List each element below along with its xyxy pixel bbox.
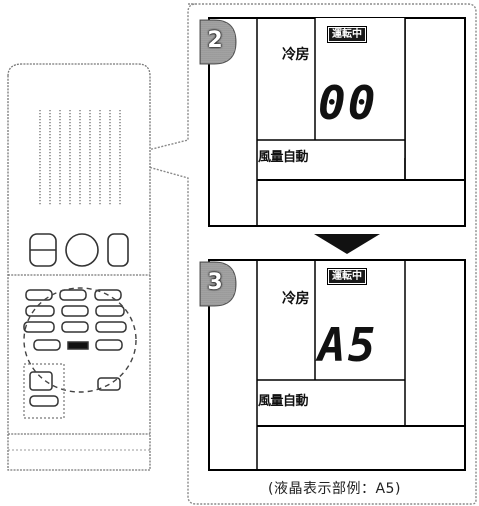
remote-right-button — [107, 233, 129, 267]
remote-controller — [7, 63, 151, 471]
remote-button-grid — [23, 289, 127, 407]
remote-highlight-circle — [23, 287, 137, 393]
lcd-panel-step-2 — [199, 17, 466, 227]
lcd-code-step-3: A5 — [318, 318, 378, 372]
step-number-3: 3 — [207, 270, 223, 295]
down-arrow — [314, 234, 380, 254]
status-badge-step-3: 運転中 — [327, 268, 367, 285]
airflow-label-step-3: 風量自動 — [258, 394, 309, 409]
speaker-grille — [39, 110, 121, 205]
remote-highlight-box — [23, 363, 65, 419]
mode-label-step-3: 冷房 — [282, 291, 310, 307]
status-badge-step-2: 運転中 — [327, 26, 367, 43]
mode-label-step-2: 冷房 — [282, 47, 310, 63]
step-number-2: 2 — [207, 28, 223, 53]
remote-power-button — [65, 233, 99, 267]
figure-caption: (液晶表示部例：A5) — [268, 481, 401, 497]
lcd-panel-step-3 — [199, 259, 466, 471]
lcd-code-step-2: 00 — [318, 76, 378, 130]
airflow-label-step-2: 風量自動 — [258, 150, 309, 165]
